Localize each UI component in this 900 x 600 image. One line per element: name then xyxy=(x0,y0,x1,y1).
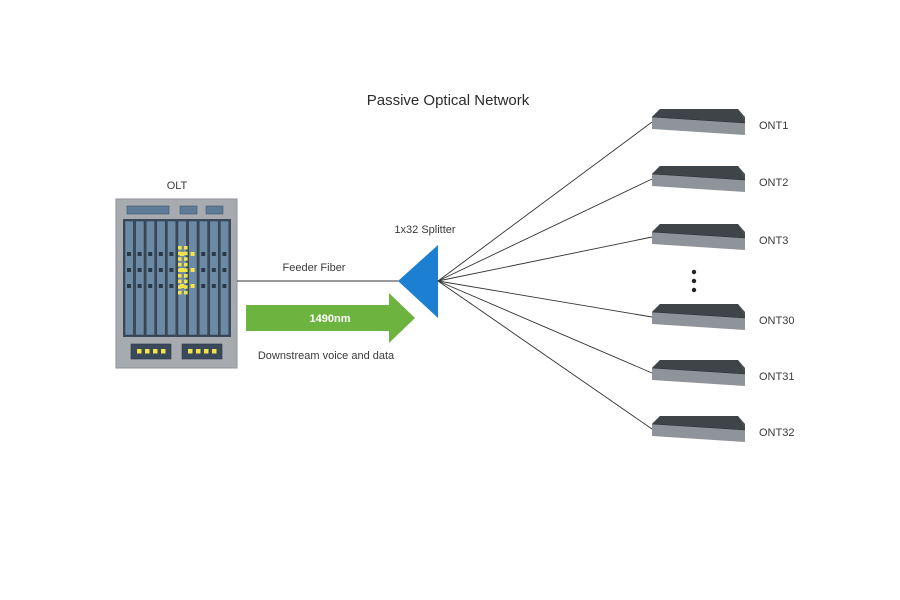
wavelength-label: 1490nm xyxy=(310,313,351,325)
fiber-drops xyxy=(437,121,653,430)
ont-label: ONT2 xyxy=(759,177,788,189)
downstream-arrow: 1490nm xyxy=(246,293,415,343)
fiber-drop-line xyxy=(437,280,653,430)
fiber-drop-line xyxy=(437,280,653,318)
ont-label: ONT30 xyxy=(759,315,794,327)
ellipsis-dots xyxy=(691,269,697,293)
splitter-icon xyxy=(398,245,438,318)
diagram-title: Passive Optical Network xyxy=(367,92,530,109)
ont-label: ONT3 xyxy=(759,235,788,247)
fiber-drop-line xyxy=(437,280,653,374)
ont-device: ONT3 xyxy=(651,224,788,250)
fiber-drop-line xyxy=(437,236,653,282)
splitter-label: 1x32 Splitter xyxy=(394,224,455,236)
fiber-drop-line xyxy=(437,121,653,282)
ont-device: ONT2 xyxy=(651,166,788,192)
feeder-fiber-label: Feeder Fiber xyxy=(283,262,346,274)
downstream-caption: Downstream voice and data xyxy=(258,350,395,362)
ont-label: ONT31 xyxy=(759,371,794,383)
ont-label: ONT1 xyxy=(759,120,788,132)
ont-device: ONT30 xyxy=(651,304,794,330)
ont-device: ONT32 xyxy=(651,416,794,442)
olt-chassis: OLT xyxy=(115,180,238,369)
olt-label: OLT xyxy=(167,180,188,192)
ont-label: ONT32 xyxy=(759,427,794,439)
fiber-drop-line xyxy=(437,178,653,282)
ont-device: ONT1 xyxy=(651,109,788,135)
ont-device: ONT31 xyxy=(651,360,794,386)
